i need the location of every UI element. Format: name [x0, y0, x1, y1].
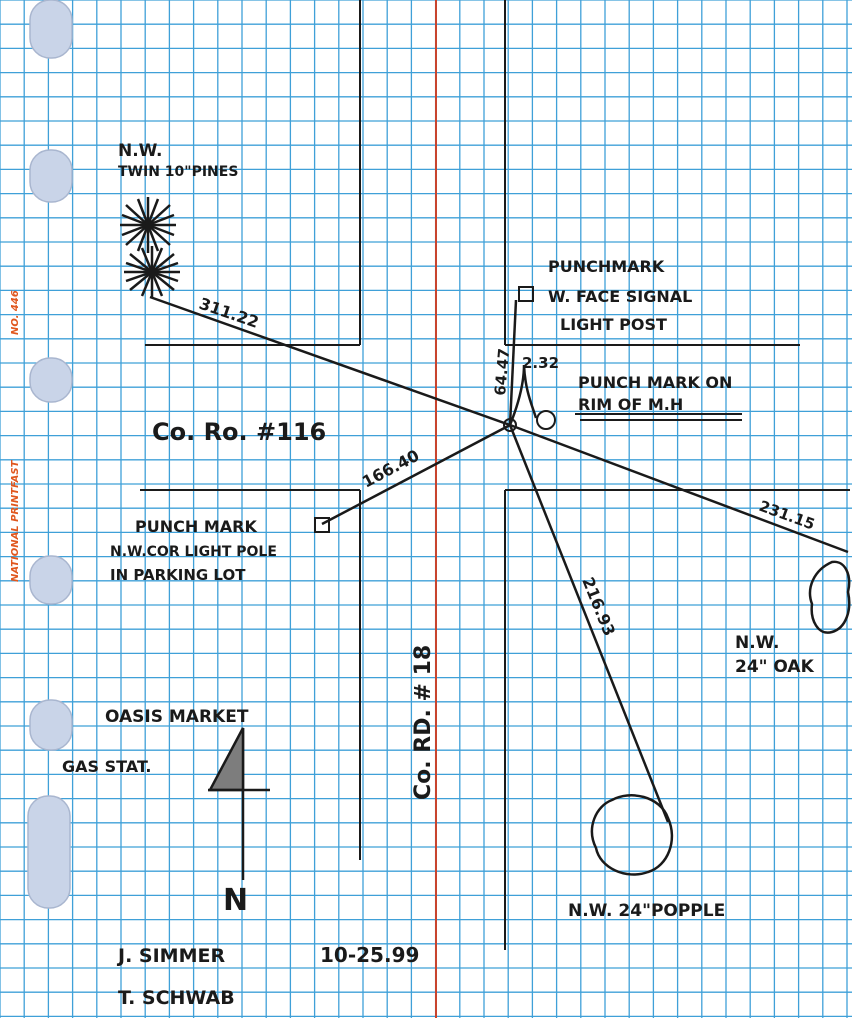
tie-line-manhole	[508, 364, 538, 426]
tie-line-parking	[321, 423, 511, 526]
tie-line-oak	[509, 423, 849, 554]
label-survey-date: 10-25.99	[320, 943, 419, 967]
label-mh-punch: PUNCH MARK ON	[578, 373, 732, 392]
pine-tree-icon	[124, 246, 180, 298]
label-mh-rim: RIM OF M.H	[578, 395, 683, 414]
oak-tree-icon	[808, 560, 851, 634]
distance-parking: 166.40	[359, 446, 422, 492]
binder-hole	[29, 555, 73, 605]
brand-name: NATIONAL PRINTFAST	[10, 459, 21, 582]
sheet-number: NO. 446	[10, 290, 21, 335]
distance-signal: 64.47	[491, 348, 513, 397]
binder-hole	[29, 149, 73, 203]
label-parking-pole: N.W.COR LIGHT POLE	[110, 544, 277, 560]
label-gas-station: GAS STAT.	[62, 757, 152, 776]
label-signal-punchmark: PUNCHMARK	[548, 257, 665, 276]
tie-line-signal	[508, 299, 518, 426]
popple-tree-icon	[590, 794, 674, 876]
label-surveyor-1: J. SIMMER	[116, 945, 225, 967]
label-nw-pines: N.W.	[118, 141, 163, 161]
label-oasis-market: OASIS MARKET	[105, 707, 249, 727]
label-popple: N.W. 24"POPPLE	[568, 901, 725, 921]
tie-line-popple	[508, 424, 670, 823]
pine-tree-icon	[120, 197, 176, 253]
binder-hole	[29, 357, 73, 403]
distance-manhole: 2.32	[522, 354, 559, 372]
labels: N.W. TWIN 10"PINES PUNCHMARK W. FACE SIG…	[62, 141, 815, 1009]
street-lines	[140, 0, 850, 950]
survey-ties	[149, 295, 849, 823]
binder-hole	[29, 0, 73, 59]
label-road-18: Co. RD. # 18	[411, 645, 436, 800]
north-arrow-icon	[207, 727, 270, 880]
label-twin-pines: TWIN 10"PINES	[118, 164, 238, 180]
parking-pole-square	[314, 517, 330, 533]
label-surveyor-2: T. SCHWAB	[118, 987, 235, 1009]
label-north: N	[223, 883, 248, 918]
binder-hole	[27, 795, 71, 909]
manhole-underline	[575, 413, 742, 421]
twin-pines-icon	[120, 197, 180, 298]
label-oak-nw: N.W.	[735, 633, 780, 653]
label-parking-punch: PUNCH MARK	[135, 517, 257, 536]
tie-line-pines	[149, 295, 511, 427]
binder-holes	[27, 0, 73, 909]
label-oak-24: 24" OAK	[735, 657, 815, 677]
signal-post-square	[518, 286, 534, 302]
label-parking-lot: IN PARKING LOT	[110, 566, 246, 584]
label-signal-face: W. FACE SIGNAL	[548, 287, 692, 306]
binder-hole	[29, 699, 73, 751]
control-point-circle	[503, 418, 517, 432]
label-road-116: Co. Ro. #116	[152, 418, 326, 446]
manhole-circle	[536, 410, 556, 430]
margin-brand: NO. 446 NATIONAL PRINTFAST	[10, 290, 21, 582]
label-signal-post: LIGHT POST	[560, 315, 667, 334]
